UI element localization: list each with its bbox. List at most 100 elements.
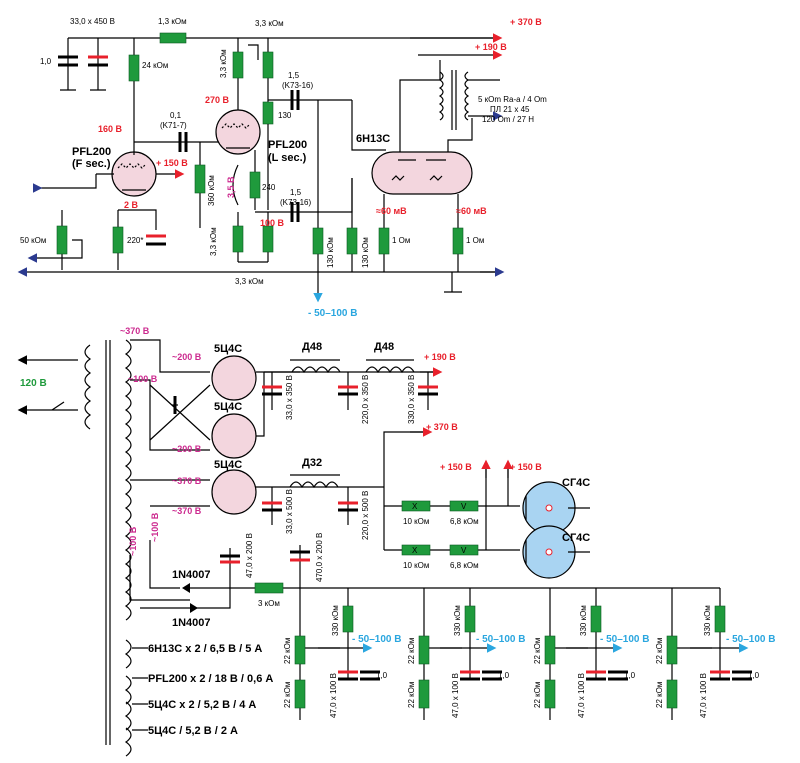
diode-wires	[140, 587, 231, 609]
label-v100: 100 В	[260, 218, 285, 228]
stab-2-dot	[545, 548, 553, 556]
bias-sec-wires	[129, 540, 190, 601]
label-cell3-out: - 50–100 В	[600, 634, 649, 645]
label-r-1k3: 1,3 кОм	[158, 17, 187, 26]
label-cell2-r22k-b: 22 кОм	[407, 682, 416, 708]
label-cell1-out: - 50–100 В	[352, 634, 401, 645]
label-c-33-500: 33,0 x 500 В	[285, 489, 294, 534]
label-fil4: 5Ц4С / 5,2 В / 2 А	[148, 725, 238, 737]
label-r-130k-b: 130 кОм	[361, 237, 370, 268]
label-mark-v-a: V	[461, 502, 467, 511]
label-mains: 120 В	[20, 378, 47, 389]
label-fil2: PFL200 x 2 / 18 В / 0,6 А	[148, 673, 273, 685]
rectifier-5c4s-2	[211, 413, 257, 459]
r3k3-link	[248, 44, 259, 60]
resistor-6k8-b	[449, 544, 479, 556]
label-c-47-200: 47,0 x 200 В	[245, 533, 254, 578]
resistor-240	[249, 171, 261, 199]
bias-cell-2	[418, 588, 502, 720]
label-cell4-out: - 50–100 В	[726, 634, 775, 645]
pot-wiper-out	[27, 239, 83, 263]
input-wire	[32, 174, 97, 193]
label-sec-100c: ~100 В	[150, 512, 160, 542]
filter-190-caps	[271, 372, 429, 410]
label-cell4-r22k-b: 22 кОм	[655, 682, 664, 708]
label-v270: 270 В	[205, 95, 230, 105]
mains-wires	[30, 359, 78, 411]
cathode-cap-wire	[118, 209, 157, 230]
label-r-360k: 360 кОм	[207, 175, 216, 206]
resistor-3k3-c	[232, 225, 244, 253]
label-cell1-r330k: 330 кОм	[331, 605, 340, 636]
rectifier-5c4s-1	[211, 355, 257, 401]
label-cell4-c47: 47,0 x 100 В	[699, 673, 708, 718]
tube3-grid-wires	[330, 99, 386, 213]
label-v160: 160 В	[98, 124, 123, 134]
filament-taps	[132, 647, 148, 731]
label-c-220-350: 220,0 x 350 В	[361, 375, 370, 424]
label-r-6k8-a: 6,8 кОм	[450, 517, 479, 526]
label-r-10k-b: 10 кОм	[403, 561, 429, 570]
stab-1-dot	[545, 504, 553, 512]
choke-d48-1	[291, 366, 341, 374]
label-tube1-name: PFL200	[72, 146, 111, 158]
label-rect2: 5Ц4С	[214, 401, 242, 413]
label-cap-k73-bot: (K73-16)	[280, 198, 311, 207]
label-mv60-b: ≈60 мВ	[456, 206, 487, 216]
mains-switch	[51, 401, 65, 411]
resistor-1om-a	[378, 227, 390, 255]
stab-electrodes	[525, 496, 590, 564]
label-cell2-c47: 47,0 x 100 В	[451, 673, 460, 718]
label-r-10k-a: 10 кОм	[403, 517, 429, 526]
label-r-6k8-b: 6,8 кОм	[450, 561, 479, 570]
label-stab2: СГ4С	[562, 532, 590, 544]
resistor-130k-b	[346, 227, 358, 255]
label-r-1om-b: 1 Ом	[466, 236, 484, 245]
psu-labels: 120 В ~370 В ~200 В ~100 В ~200 В ~370 В…	[20, 326, 775, 737]
label-stab1: СГ4С	[562, 477, 590, 489]
label-tube3-name: 6Н13С	[356, 133, 390, 145]
label-c-220-500: 220,0 x 500 В	[361, 491, 370, 540]
label-cap-k71: (K71-7)	[160, 121, 187, 130]
label-cell3-r22k-a: 22 кОм	[533, 638, 542, 664]
label-cell3-c47: 47,0 x 100 В	[577, 673, 586, 718]
label-r-3k3-vert: 3,3 кОм	[219, 49, 228, 78]
label-cell1-c47: 47,0 x 100 В	[329, 673, 338, 718]
label-r-3k3-bottom: 3,3 кОм	[235, 277, 264, 286]
pot-50k	[56, 225, 68, 255]
label-cap-k73-top: (K73-16)	[282, 81, 313, 90]
resistor-3k	[254, 582, 284, 594]
resistor-10k-a	[401, 500, 431, 512]
tube3-anode-a	[399, 60, 441, 152]
rectifier-5c4s-3	[211, 469, 257, 515]
label-bias-range: - 50–100 В	[308, 308, 357, 319]
tube3-electrodes	[391, 159, 446, 181]
tube-6n13s	[371, 151, 473, 195]
label-diode1: 1N4007	[172, 569, 211, 581]
label-cap-1-5-bot: 1,5	[290, 188, 302, 197]
amp-labels: 33,0 x 450 В 1,0 1,3 кОм 24 кОм 3,3 кОм …	[20, 17, 547, 319]
label-cell4-r330k: 330 кОм	[703, 605, 712, 636]
label-out370: + 370 В	[426, 422, 458, 432]
label-sec-100b: ~100 В	[128, 526, 138, 556]
label-mark-x-b: X	[412, 546, 418, 555]
label-r-130k-a: 130 кОм	[326, 237, 335, 268]
label-sec-370: ~370 В	[120, 326, 150, 336]
label-r-240: 240	[262, 183, 276, 192]
label-r-1om-a: 1 Ом	[392, 236, 410, 245]
label-tube2-name: PFL200	[268, 139, 307, 151]
label-supply-cap: 33,0 x 450 В	[70, 17, 115, 26]
bias-cell-1	[294, 588, 380, 720]
label-fil1: 6Н13С x 2 / 6,5 В / 5 А	[148, 643, 262, 655]
label-v370: + 370 В	[510, 17, 542, 27]
resistor-10k-b	[401, 544, 431, 556]
label-cell3-r330k: 330 кОм	[579, 605, 588, 636]
psu-section	[17, 339, 752, 757]
label-c-330-350: 330,0 x 350 В	[407, 375, 416, 424]
rect-cross	[149, 384, 211, 441]
label-cell3-c1: 1,0	[624, 671, 636, 680]
label-tube1-sub: (F sec.)	[72, 158, 111, 170]
label-r-130: 130	[278, 111, 292, 120]
tube1-grid	[117, 163, 147, 169]
